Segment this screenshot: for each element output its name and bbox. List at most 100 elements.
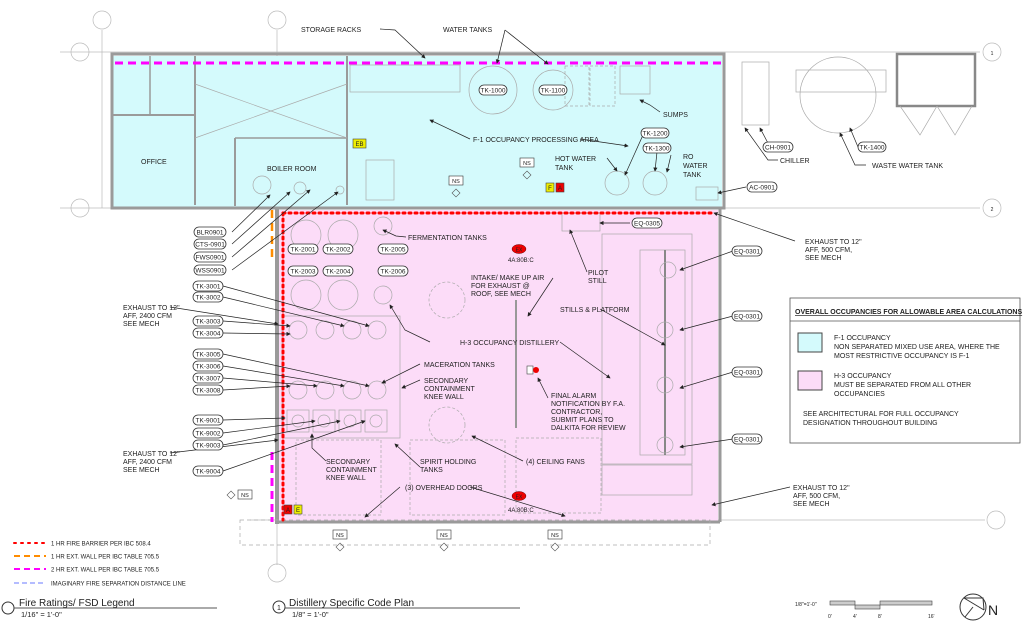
text-label: TK-2003 [291,268,316,275]
plan-title-block: 1 Distillery Specific Code Plan 1/8" = 1… [272,598,520,619]
equipment-tag: TK-2001 [287,243,319,255]
label-intake: FOR EXHAUST @ [471,283,530,290]
text-label: 1/16" = 1'-0" [21,610,62,619]
equipment-tag: TK-9004 [192,465,224,477]
h3-occupancy-area [277,210,718,522]
equipment-tag: TK-1400 [857,141,887,153]
equipment-tag: TK-1100 [538,84,568,96]
label-exhaust: SEE MECH [793,501,830,508]
label-boiler-room: BOILER ROOM [267,166,317,173]
text-label: NS [440,533,448,539]
text-label: AC-0901 [749,184,775,191]
text-label: F [548,186,552,192]
no-smoking-sign-icon: NS [226,489,253,500]
north-arrow-icon [959,593,987,621]
text-label: EQ-0301 [734,313,760,320]
plan-labels: STORAGE RACKS WATER TANKS SUMPS F-1 OCCU… [123,27,943,514]
text-label: EQ-0301 [734,369,760,376]
text-label: 4' [853,614,857,620]
label-knee-wall: CONTAINMENT [326,467,378,474]
text-label: EQ-0301 [734,248,760,255]
equipment-tag: TK-3006 [192,360,224,372]
text-label: EX [516,495,523,501]
grid-bubble-1: 1 [991,51,994,57]
text-label: TK-2001 [291,246,316,253]
text-label: A [286,508,290,514]
text-label: EQ-0301 [734,436,760,443]
label-h3-area: H-3 OCCUPANCY DISTILLERY [460,340,560,347]
text-label: 8' [878,614,882,620]
equipment-outlines [194,52,977,546]
label-knee-wall: SECONDARY [326,459,371,466]
text-label: NS [452,179,460,185]
text-label: H-3 OCCUPANCY [834,373,892,380]
label-final-alarm: CONTRACTOR, [551,409,602,416]
equipment-tag: TK-1200 [640,127,670,139]
equipment-tag: TK-2005 [377,243,409,255]
label-office: OFFICE [141,159,167,166]
text-label: TK-3003 [196,318,221,325]
text-label: TK-3006 [196,363,221,370]
fire-legend-title: Fire Ratings/ FSD Legend [19,598,135,609]
label-pilot-still: PILOT [588,270,609,277]
walls [110,52,726,524]
label-exhaust: SEE MECH [805,255,842,262]
equipment-tag: EQ-0301 [731,245,763,257]
text-label: NS [523,161,531,167]
north-label: N [988,602,998,618]
equipment-tag: TK-1000 [478,84,508,96]
text-label: 16' [928,614,935,620]
label-exhaust: EXHAUST TO 12" [793,485,850,492]
equipment-tag: TK-3005 [192,348,224,360]
text-label: BLR0901 [196,229,223,236]
text-label: IMAGINARY FIRE SEPARATION DISTANCE LINE [51,582,186,588]
label-exhaust: AFF, 500 CFM, [793,493,840,500]
extinguisher-rating: 4A:80B:C [508,258,534,264]
label-overhead-doors: (3) OVERHEAD DOORS [405,485,483,492]
no-smoking-sign-icon: NS [436,529,452,552]
label-maceration: MACERATION TANKS [424,362,495,369]
alarm-icon [555,182,565,193]
equipment-tag: WSS0901 [193,264,227,276]
text-label: F-1 OCCUPANCY [834,335,891,342]
text-label: A [558,186,562,192]
symbols: EX EX EB F A A E [283,138,565,515]
label-ro-water: TANK [683,172,701,179]
equipment-tag: TK-2002 [322,243,354,255]
f-panel-icon [545,182,555,193]
extinguisher-icon [511,491,527,501]
label-spirit-holding: SPIRIT HOLDING [420,459,476,466]
equipment-tag: EQ-0301 [731,433,763,445]
equipment-tag: EQ-0305 [631,217,663,229]
text-label: TK-3001 [196,283,221,290]
equipment-tag: CTS-0901 [193,238,227,250]
label-spirit-holding: TANKS [420,467,443,474]
equipment-tag: AC-0901 [746,181,778,193]
text-label: TK-9001 [196,417,221,424]
text-label: TK-3005 [196,351,221,358]
label-exhaust-2400: EXHAUST TO 12" [123,305,180,312]
equipment-tag: BLR0901 [193,226,227,238]
label-water-tanks: WATER TANKS [443,27,492,34]
equipment-tag: TK-2004 [322,265,354,277]
text-label: TK-3008 [196,387,221,394]
text-label: FWS0901 [196,254,225,261]
text-label: EQ-0305 [634,220,660,227]
label-exhaust-2400: AFF, 2400 CFM [123,459,172,466]
label-ceiling-fans: (4) CEILING FANS [526,459,585,466]
text-label: TK-1100 [541,87,566,94]
label-storage-racks: STORAGE RACKS [301,27,361,34]
equipment-tag: TK-9003 [192,439,224,451]
label-sumps: SUMPS [663,112,688,119]
text-label: NS [241,493,249,499]
text-label: TK-9004 [196,468,221,475]
text-label: EB [355,142,363,148]
text-label: 0' [828,614,832,620]
equipment-tag: TK-3004 [192,327,224,339]
text-label: TK-1400 [860,144,885,151]
text-label: 1/8" = 1'-0" [292,610,329,619]
label-exhaust-2400: SEE MECH [123,321,160,328]
occupancy-legend-title: OVERALL OCCUPANCIES FOR ALLOWABLE AREA C… [795,309,1022,316]
text-label: TK-9002 [196,430,221,437]
